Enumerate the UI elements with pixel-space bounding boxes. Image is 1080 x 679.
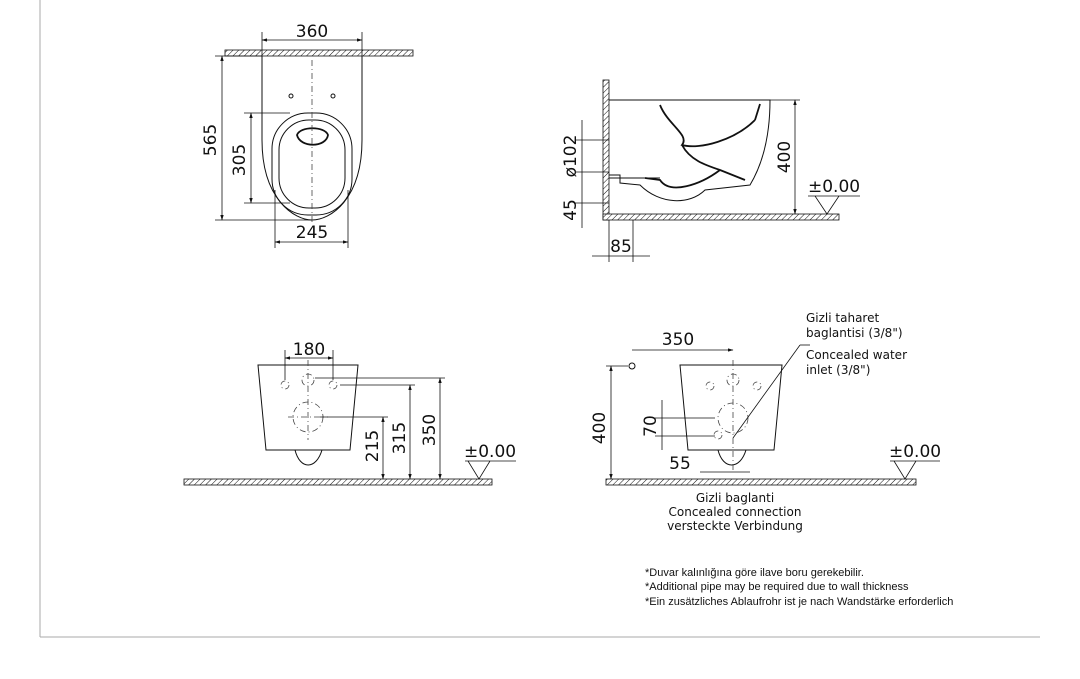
dim-bottom-245: 245 (296, 223, 328, 243)
side-view-bowl-outer (609, 99, 771, 202)
rear-view-pedestal (717, 449, 747, 466)
side-view-bowl-inner (644, 103, 761, 189)
top-view-fixing-hole-left (288, 93, 294, 99)
note-de: *Ein zusätzliches Ablaufrohr ist je nach… (645, 596, 953, 608)
note-en: *Additional pipe may be required due to … (645, 581, 909, 593)
dim-rear-350: 350 (662, 330, 694, 350)
connection-label-tr: Gizli baglanti (696, 491, 774, 505)
dim-seat-305: 305 (230, 144, 250, 176)
top-view-wall (224, 49, 414, 57)
dim-width-360: 360 (296, 22, 328, 42)
side-view-level: ±0.00 (808, 177, 860, 197)
front-view-level: ±0.00 (464, 442, 516, 462)
connection-label-en: Concealed connection (669, 505, 802, 519)
connection-label-de: versteckte Verbindung (667, 519, 803, 533)
rear-view: 350 400 70 55 ±0.00 Gizli taharet baglan… (590, 311, 941, 533)
front-view: 180 215 315 350 ±0.00 (183, 340, 516, 486)
top-view-fixing-hole-right (330, 93, 336, 99)
rear-view-water-inlet-marker (628, 362, 636, 370)
dim-length-565: 565 (201, 124, 221, 156)
dim-pipe-diameter: ø102 (561, 135, 581, 178)
dim-front-315: 315 (390, 422, 410, 454)
dim-side-400: 400 (775, 141, 795, 173)
front-view-pedestal (294, 449, 323, 466)
side-view-floor (602, 213, 840, 221)
front-view-floor (183, 478, 493, 486)
rear-view-level: ±0.00 (889, 442, 941, 462)
callout-tr-line2: baglantisi (3/8") (806, 326, 903, 340)
note-tr: *Duvar kalınlığına göre ilave boru gerek… (645, 567, 864, 579)
rear-view-bowl (679, 364, 783, 451)
dim-outlet-45: 45 (561, 199, 581, 221)
top-view: 360 565 305 245 (201, 22, 414, 248)
dim-rear-400: 400 (590, 412, 610, 444)
dim-rear-70: 70 (641, 415, 661, 437)
dim-outlet-85: 85 (610, 237, 632, 257)
dim-front-215: 215 (363, 430, 383, 462)
dim-front-180: 180 (293, 340, 325, 360)
rear-view-floor (605, 478, 917, 486)
top-view-flush-opening (296, 127, 329, 146)
callout-en-line1: Concealed water (806, 348, 907, 362)
dim-front-350: 350 (420, 414, 440, 446)
dim-rear-55: 55 (669, 454, 691, 474)
notes: *Duvar kalınlığına göre ilave boru gerek… (645, 567, 953, 608)
front-view-bowl (257, 364, 359, 451)
side-view-wall (602, 79, 610, 221)
side-view: ø102 400 ±0.00 45 85 (561, 79, 860, 262)
callout-tr-line1: Gizli taharet (806, 311, 879, 325)
callout-en-line2: inlet (3/8") (806, 363, 870, 377)
